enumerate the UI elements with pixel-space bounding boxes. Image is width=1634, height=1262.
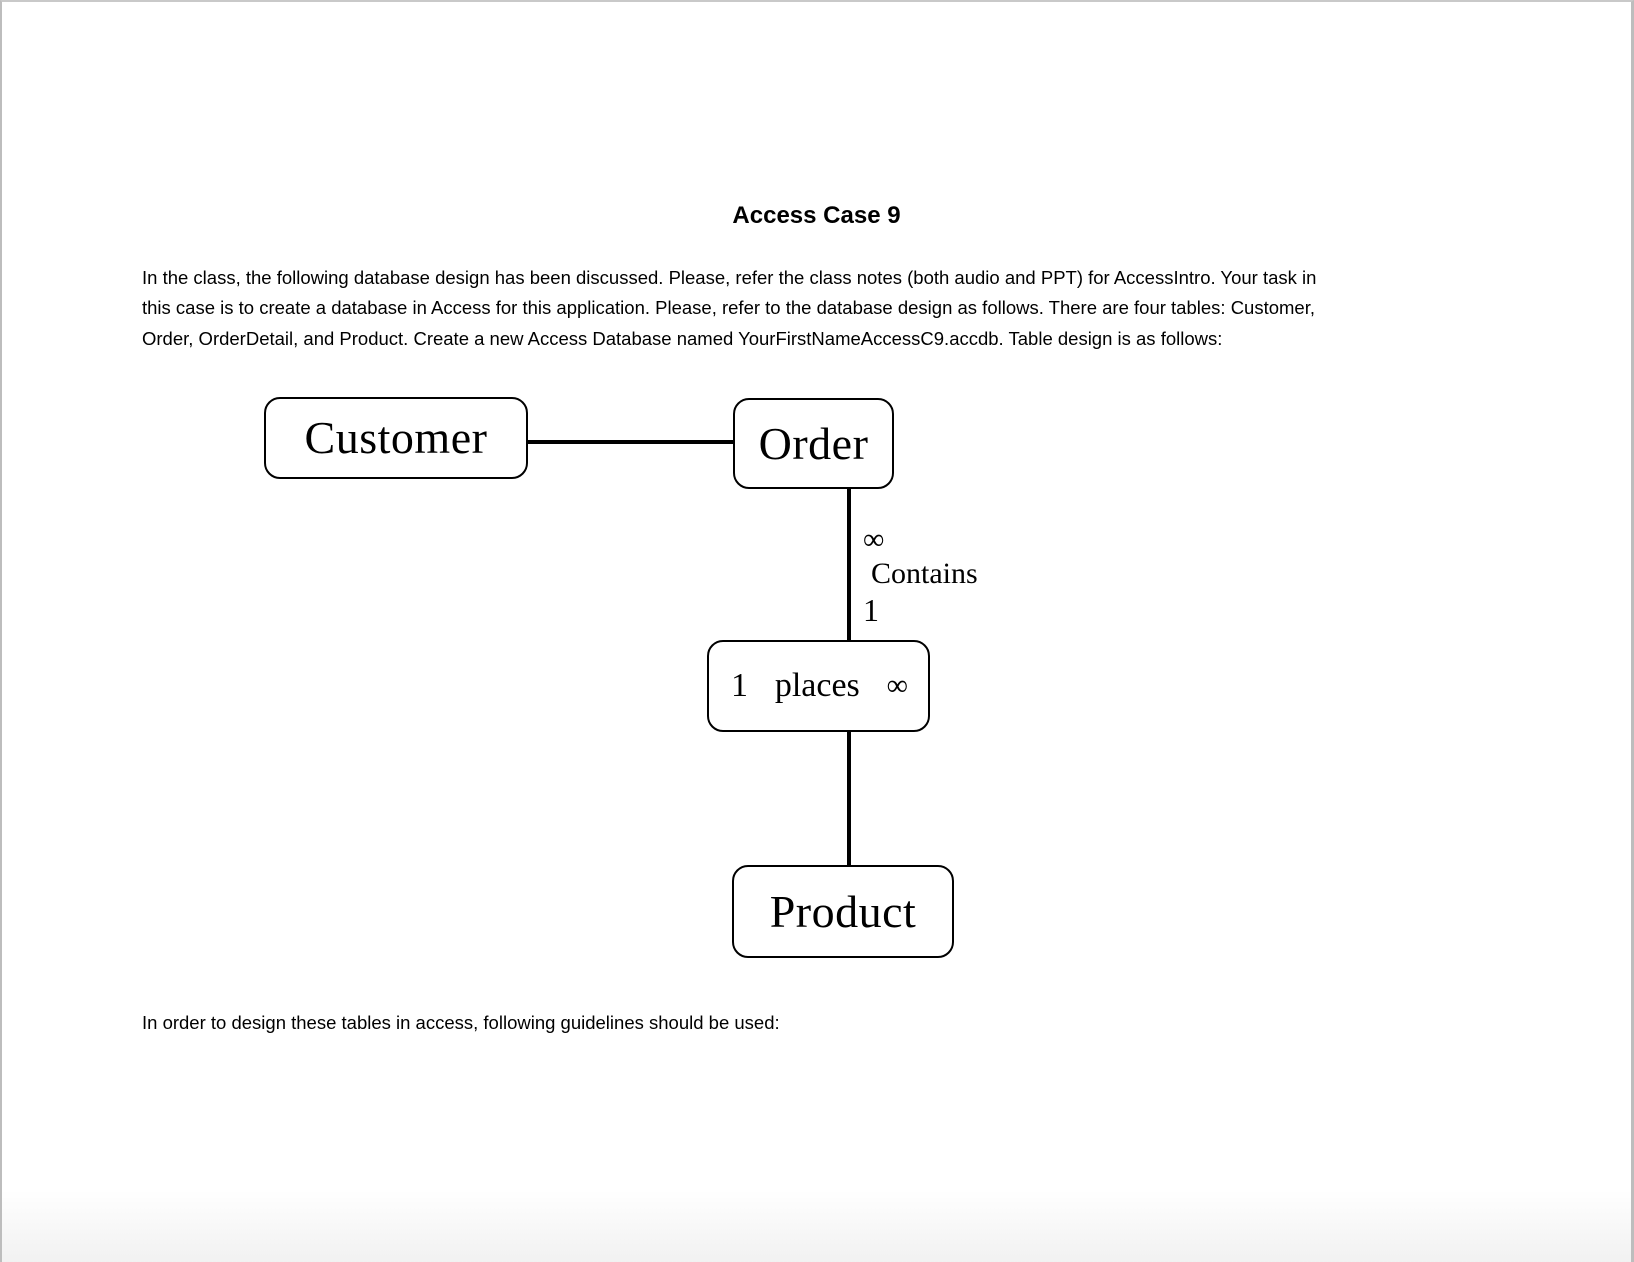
intro-line-2: this case is to create a database in Acc… [142,297,1315,319]
order-entity-label: Order [758,417,869,469]
contains-one-cardinality-label: 1 [863,592,879,628]
order-places-connector-line [847,488,851,642]
intro-paragraph: In the class, the following database des… [142,263,1316,354]
places-relationship-label: places [774,667,860,704]
contains-relationship-label: Contains [871,557,978,590]
contains-many-cardinality-symbol: ∞ [863,523,885,556]
product-entity-box: Product [732,865,954,958]
customer-order-connector-line [499,440,735,444]
guidelines-intro-text: In order to design these tables in acces… [142,1012,780,1033]
places-product-connector-line [847,730,851,867]
places-many-cardinality-symbol: ∞ [886,669,908,702]
product-entity-label: Product [769,885,917,937]
places-relationship-box: 1 places ∞ [707,640,930,732]
intro-line-1: In the class, the following database des… [142,267,1317,288]
intro-line-3: Order, OrderDetail, and Product. Create … [142,327,1223,349]
customer-entity-label: Customer [304,412,488,463]
page-title: Access Case 9 [732,202,901,229]
customer-entity-box: Customer [264,397,528,479]
order-entity-box: Order [733,398,894,489]
places-one-cardinality-label: 1 [731,667,748,704]
